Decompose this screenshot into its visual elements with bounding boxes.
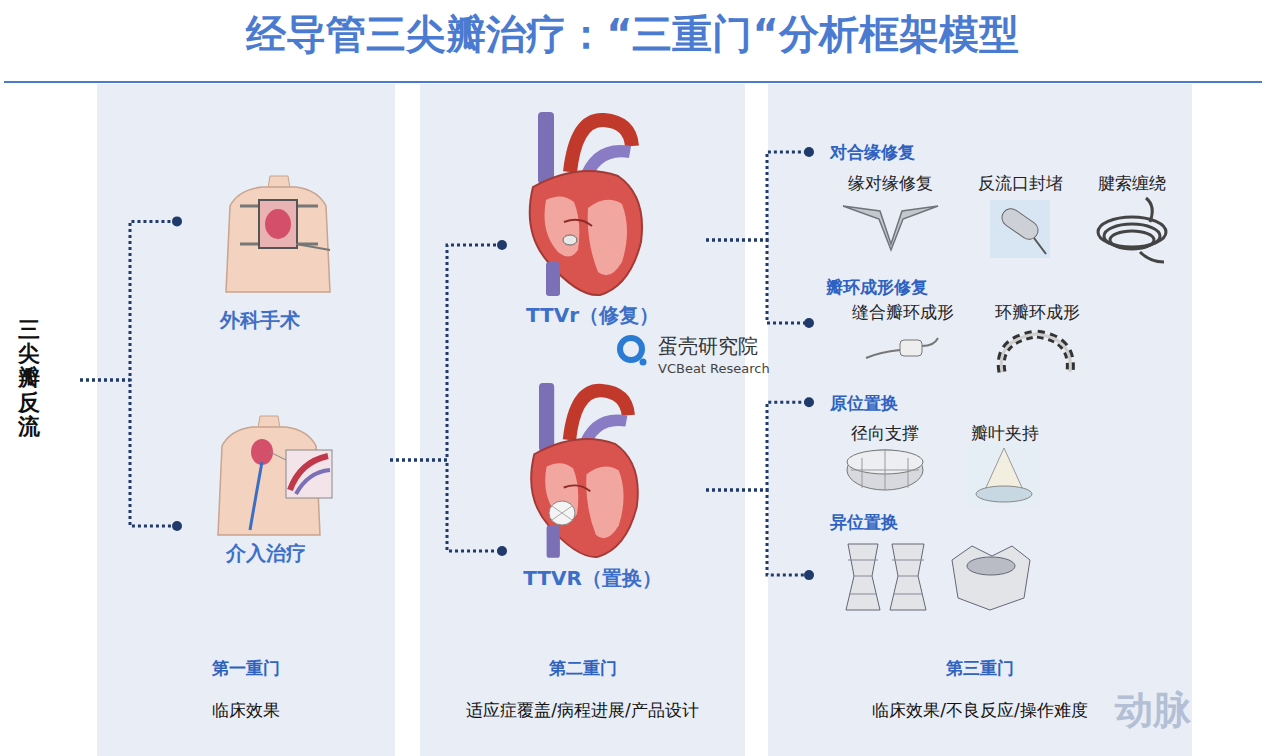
- brand-subtitle: VCBeat Research: [658, 361, 770, 377]
- tier-title: 第二重门: [420, 656, 745, 680]
- dotted-line: [390, 460, 505, 551]
- tier-panel: 第二重门适应症覆盖/病程进展/产品设计 TTVr（修复） TTVR（置换）: [420, 84, 745, 756]
- approach-node: TTVr（修复）: [505, 110, 706, 335]
- end-dot: [172, 521, 182, 531]
- heart-repair: [530, 112, 642, 296]
- tree-connector: [706, 490, 814, 580]
- dotted-line: [80, 221, 180, 380]
- end-dot: [497, 546, 507, 556]
- category-heading: 异位置换: [830, 511, 898, 533]
- method-label: 介入治疗: [180, 540, 352, 566]
- root-label: 三尖瓣反流: [16, 300, 80, 440]
- label-holder: 动脉: [1115, 688, 1191, 732]
- category-group: 异位置换: [812, 510, 1182, 615]
- approach-label: TTVR（置换）: [505, 565, 680, 591]
- end-dot: [804, 397, 814, 407]
- device-label: 反流口封堵: [965, 172, 1075, 194]
- tree-connector: [390, 460, 507, 556]
- treatment-node: 外科手术: [180, 175, 340, 335]
- tier-title: 第三重门: [768, 656, 1192, 680]
- device-suture: [866, 338, 938, 358]
- end-dot: [804, 570, 814, 580]
- device-label: 腱索缠绕: [1082, 172, 1182, 194]
- surgery-figure: [226, 176, 330, 292]
- category-heading: 对合缘修复: [830, 141, 915, 163]
- brand-name: 蛋壳研究院: [658, 334, 758, 358]
- end-dot: [804, 147, 814, 157]
- category-heading: 瓣环成形修复: [826, 276, 928, 298]
- device-item: 反流口封堵: [965, 170, 1075, 270]
- category-heading: 原位置换: [830, 392, 898, 414]
- device-grasp: [968, 442, 1040, 506]
- tree-connector: [706, 240, 814, 328]
- device-chord: [1098, 198, 1166, 262]
- device-label: 径向支撑: [830, 422, 940, 444]
- dotted-line: [80, 380, 180, 526]
- end-dot: [497, 240, 507, 250]
- device-ring: [1001, 334, 1070, 372]
- approach-label: TTVr（修复）: [505, 302, 680, 328]
- tree-connector: [390, 240, 507, 460]
- label-holder: 蛋壳研究院: [658, 334, 758, 358]
- title-text: 经导管三尖瓣治疗：“三重门“分析框架模型: [0, 8, 1265, 60]
- tree-connector: [706, 147, 814, 240]
- tier-panel: 第三重门临床效果/不良反应/操作难度对合缘修复缘对缘修复反流口封堵腱索缠绕瓣环成…: [768, 84, 1192, 756]
- category-group: 原位置换径向支撑瓣叶夹持: [812, 390, 1182, 512]
- dotted-line: [390, 245, 505, 460]
- tier-title: 第一重门: [97, 656, 395, 680]
- intervention-figure: [218, 416, 332, 535]
- watermark: 动脉: [1115, 688, 1191, 732]
- dotted-line: [706, 490, 812, 575]
- device-clip: [843, 206, 938, 250]
- device-item: 环瓣环成形: [972, 300, 1102, 388]
- device-radial: [847, 450, 923, 490]
- method-label: 外科手术: [180, 307, 340, 333]
- approach-node: TTVR（置换）: [505, 385, 706, 600]
- device-stents: [846, 544, 1030, 610]
- end-dot: [172, 216, 182, 226]
- category-group: 对合缘修复缘对缘修复反流口封堵腱索缠绕: [812, 140, 1182, 270]
- device-label: 缘对缘修复: [835, 172, 945, 194]
- dotted-line: [706, 152, 812, 240]
- label-holder: VCBeat Research: [658, 361, 770, 377]
- logo-mark: [620, 338, 647, 366]
- device-label: 瓣叶夹持: [950, 422, 1060, 444]
- category-group: 瓣环成形修复缝合瓣环成形环瓣环成形: [812, 276, 1182, 388]
- treatment-node: 介入治疗: [180, 410, 390, 570]
- tree-connector: [80, 216, 182, 380]
- device-item: 瓣叶夹持: [950, 420, 1060, 512]
- tier-criteria: 临床效果: [97, 698, 395, 722]
- device-label: 缝合瓣环成形: [838, 301, 968, 323]
- device-item: 腱索缠绕: [1082, 170, 1182, 270]
- dotted-line: [706, 402, 812, 490]
- title-holder: 经导管三尖瓣治疗：“三重门“分析框架模型: [0, 8, 1265, 60]
- end-dot: [804, 318, 814, 328]
- tree-connector: [706, 397, 814, 490]
- tree-connector: [80, 380, 182, 531]
- device-item: 径向支撑: [830, 420, 940, 512]
- tier-criteria: 适应症覆盖/病程进展/产品设计: [420, 698, 745, 722]
- heart-replace: [531, 383, 638, 558]
- dotted-line: [706, 240, 812, 323]
- device-occluder: [990, 200, 1050, 258]
- device-item: 缝合瓣环成形: [838, 300, 968, 388]
- device-item: 缘对缘修复: [835, 170, 945, 270]
- device-label: 环瓣环成形: [972, 301, 1102, 323]
- tier-panel: 第一重门临床效果 外科手术介入治疗: [97, 84, 395, 756]
- vertical-label: 三尖瓣反流: [18, 318, 40, 439]
